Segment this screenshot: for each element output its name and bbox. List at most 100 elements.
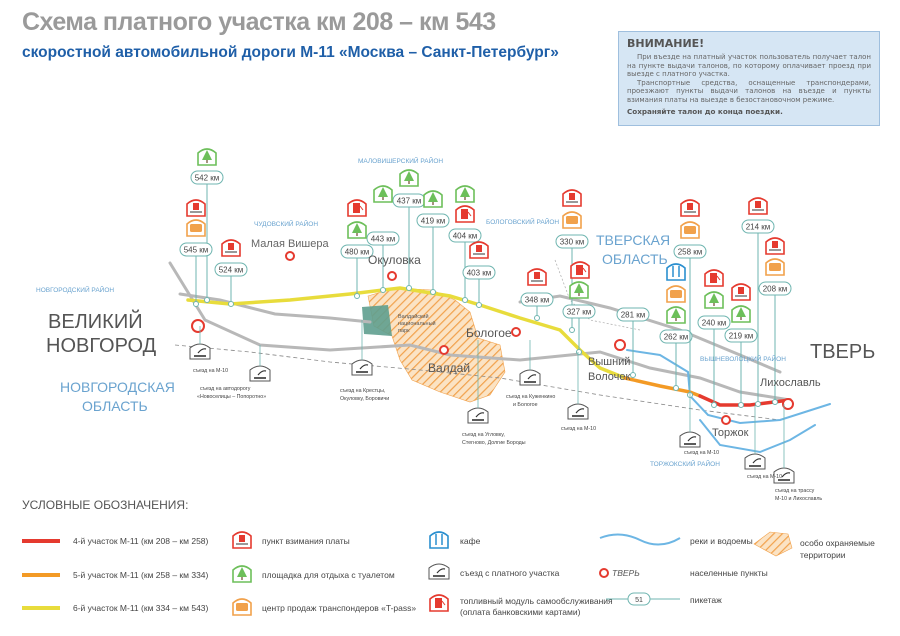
exit-label-novoselitsy-2: «Новоселицы – Попоротно» <box>197 394 266 400</box>
bologoe-marker <box>511 327 521 337</box>
likhoslavl-marker <box>782 398 794 410</box>
picket-label: 327 км <box>567 308 592 317</box>
picket-node <box>755 401 761 407</box>
rest-icon <box>704 291 724 309</box>
legend-section5: 5-й участок М-11 (км 258 – км 334) <box>73 570 209 580</box>
picket-badge <box>462 265 496 280</box>
exit-icons <box>189 320 795 484</box>
label-bologovsky: БОЛОГОВСКИЙ РАЙОН <box>486 217 559 226</box>
legend-rest: площадка для отдыха с туалетом <box>262 570 395 580</box>
label-likhoslavl: Лихославль <box>760 377 821 389</box>
picket-badge <box>340 244 374 259</box>
toll-icon <box>221 239 241 257</box>
toll-icon <box>562 189 582 207</box>
picket-label: 403 км <box>467 269 492 278</box>
label-vyshnevolotsky: ВЫШНЕВОЛОЦКИЙ РАЙОН <box>700 354 786 363</box>
label-park-3: парк <box>398 328 410 334</box>
exit-label-kuzhenkino-2: и Бологое <box>513 402 538 408</box>
malaya-vishera-marker <box>285 251 295 261</box>
picket-node <box>476 302 482 308</box>
picket-label: 258 км <box>678 248 703 257</box>
label-malovishera: МАЛОВИШЕРСКИЙ РАЙОН <box>358 156 443 165</box>
rest-icon <box>373 185 393 203</box>
rest-icon <box>197 148 217 166</box>
tpass-icon <box>680 221 700 239</box>
picket-label: 262 км <box>664 333 689 342</box>
toll-icon <box>469 241 489 259</box>
fuel-icon <box>570 261 590 279</box>
label-novgorod-1: ВЕЛИКИЙ <box>48 309 143 333</box>
river-volga <box>699 419 816 454</box>
label-torzhok: Торжок <box>712 427 749 439</box>
legend-section6: 6-й участок М-11 (км 334 – км 543) <box>73 603 209 613</box>
legend-river-icon <box>599 533 681 546</box>
rest-icon <box>666 306 686 324</box>
exit-label-kresttsy-2: Окуловку, Боровичи <box>340 396 389 402</box>
picket-label: 545 км <box>184 246 209 255</box>
label-tver: ТВЕРЬ <box>810 341 875 363</box>
exit-icon <box>679 431 701 448</box>
exit-icon <box>744 453 766 470</box>
picket-badge <box>562 304 596 319</box>
legend-rivers: реки и водоемы <box>690 536 753 546</box>
legend-rest-icon <box>232 565 252 583</box>
toll-icon <box>731 283 751 301</box>
notice-heading: ВНИМАНИЕ! <box>627 37 705 50</box>
exit-label-uglovka-2: Стегново, Долгие Бороды <box>462 440 526 446</box>
picket-label: 542 км <box>195 174 220 183</box>
picket-node <box>228 301 234 307</box>
picket-badge <box>416 213 450 228</box>
legend-tpass: центр продаж транспондеров «T-pass» <box>262 603 417 613</box>
picket-node <box>576 349 582 355</box>
picket-badge <box>616 307 650 322</box>
label-novgorod-obl-1: НОВГОРОДСКАЯ <box>60 379 175 395</box>
tpass-icon <box>765 258 785 276</box>
legend-fuel-2: (оплата банковскими картами) <box>460 607 581 617</box>
picket-badge <box>179 242 213 257</box>
exit-icon <box>467 407 489 424</box>
fuel-icon <box>347 199 367 217</box>
facility-icons <box>186 148 785 324</box>
label-okulovka: Окуловка <box>368 253 421 267</box>
legend-settlements: населенные пункты <box>690 568 768 578</box>
exit-icon <box>519 369 541 386</box>
picket-node <box>711 402 717 408</box>
picket-badge <box>673 244 707 259</box>
picket-label: 437 км <box>397 197 422 206</box>
toll-icon <box>765 237 785 255</box>
picket-badge <box>659 329 693 344</box>
river-tvertsa <box>626 349 831 425</box>
picket-node <box>772 399 778 405</box>
label-malaya-vishera: Малая Вишера <box>251 238 329 250</box>
rest-icon <box>455 185 475 203</box>
legend-protected-2: территории <box>800 550 846 560</box>
label-novgorod-obl-2: ОБЛАСТЬ <box>82 398 148 414</box>
exit-icon <box>773 467 795 484</box>
map-title: Схема платного участка км 208 – км 543 <box>22 8 496 36</box>
label-park-1: Валдайский <box>398 313 429 320</box>
picket-label: 480 км <box>345 248 370 257</box>
tpass-icon <box>186 219 206 237</box>
label-novgorod-2: НОВГОРОД <box>46 335 157 357</box>
m11-section-4 <box>698 394 792 407</box>
rest-icon <box>399 169 419 187</box>
picket-badge <box>555 234 589 249</box>
label-bologoe: Бологое <box>466 326 512 340</box>
old-road-m10 <box>168 261 792 402</box>
picket-node <box>354 293 360 299</box>
legend-settlement-city: ТВЕРЬ <box>612 568 640 578</box>
novgorod-marker <box>191 319 205 333</box>
label-novgorod-district: НОВГОРОДСКИЙ РАЙОН <box>36 285 114 294</box>
picket-label: 524 км <box>219 266 244 275</box>
picket-label: 348 км <box>525 296 550 305</box>
toll-icon <box>748 197 768 215</box>
legend-toll: пункт взимания платы <box>262 536 350 546</box>
exit-label-m10-a: съезд на М-10 <box>193 368 228 374</box>
label-tver-obl-1: ТВЕРСКАЯ <box>596 232 670 248</box>
picket-label: 214 км <box>746 223 771 232</box>
picket-badge <box>448 228 482 243</box>
notice-paragraph-1: При въезде на платный участок пользовате… <box>627 53 871 79</box>
cafe-icon <box>666 263 686 281</box>
